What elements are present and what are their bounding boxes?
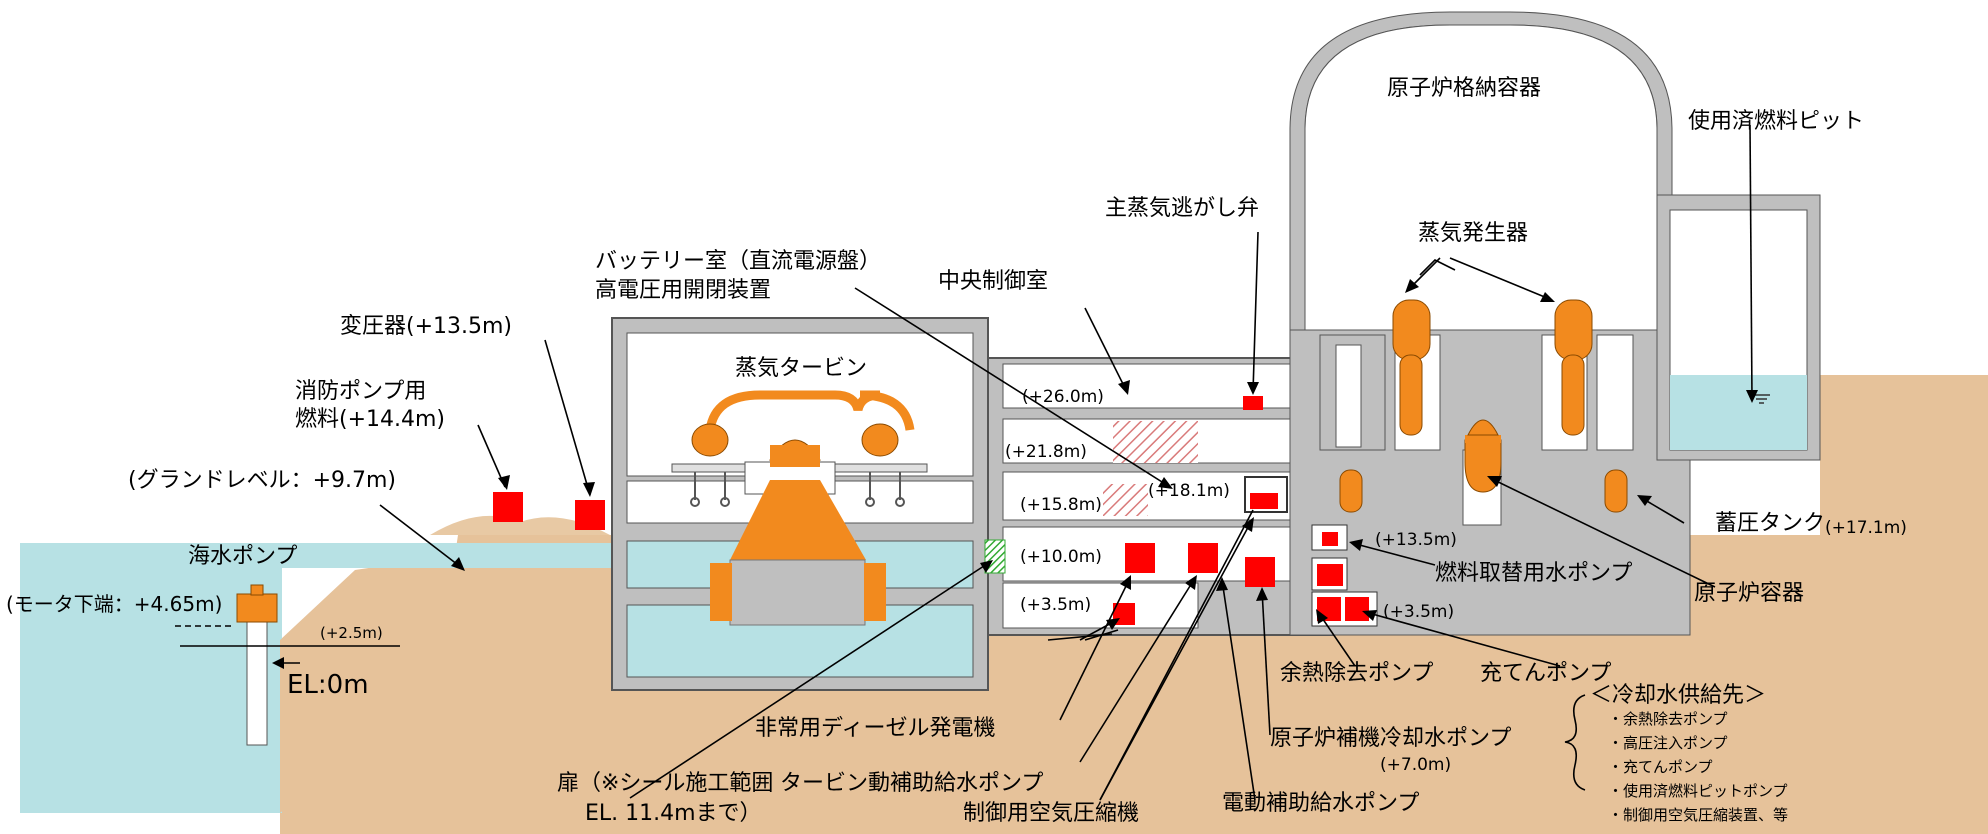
label-steam-generator: 蒸気発生器 bbox=[1418, 221, 1528, 246]
accumulator-left bbox=[1339, 469, 1363, 513]
charging-pump-marker-mid bbox=[1317, 564, 1343, 586]
label-residual-heat-removal-pump: 余熱除去ポンプ bbox=[1280, 661, 1433, 686]
label-battery-room-line1: バッテリー室（直流電源盤） bbox=[595, 249, 881, 274]
label-seawall-level: (+2.5m) bbox=[320, 624, 383, 642]
label-containment-vessel: 原子炉格納容器 bbox=[1387, 76, 1541, 101]
spent-fuel-pit-water bbox=[1670, 375, 1807, 450]
label-accumulator-tank: 蓄圧タンク bbox=[1715, 511, 1825, 536]
ground-level-mound bbox=[430, 515, 610, 535]
label-steam-turbine: 蒸気タービン bbox=[735, 356, 867, 381]
leader-lines bbox=[272, 124, 1758, 801]
sea-surface-strip bbox=[20, 543, 620, 568]
label-accumulator-level: (+17.1m) bbox=[1825, 518, 1907, 538]
reactor-building bbox=[1289, 11, 1821, 636]
emergency-diesel-generator-marker bbox=[1188, 543, 1218, 573]
fire-pump-fuel-marker bbox=[493, 492, 523, 522]
cooling-water-supply-list: ＜冷却水供給先＞ ・余熱除去ポンプ ・高圧注入ポンプ ・充てんポンプ ・使用済燃… bbox=[1590, 683, 1788, 824]
battery-room-hatch bbox=[1103, 484, 1148, 516]
cooling-water-item: ・余熱除去ポンプ bbox=[1608, 710, 1728, 728]
turbine-building bbox=[611, 317, 989, 691]
refueling-water-pump-marker bbox=[1322, 532, 1338, 546]
level-label: (+18.1m) bbox=[1148, 481, 1230, 501]
level-label: (+26.0m) bbox=[1022, 387, 1104, 407]
label-ground-level: (グランドレベル：+9.7m) bbox=[128, 468, 396, 493]
seawater bbox=[20, 543, 282, 813]
label-motor-afw-pump: 電動補助給水ポンプ bbox=[1222, 791, 1419, 816]
label-battery-room-line2: 高電圧用開閉装置 bbox=[595, 278, 771, 303]
label-ccw-pump-level: (+7.0m) bbox=[1380, 755, 1451, 775]
label-door-line1: 扉（※シール施工範囲 bbox=[557, 771, 773, 796]
cooling-water-item: ・高圧注入ポンプ bbox=[1608, 734, 1728, 752]
label-emergency-diesel-generator: 非常用ディーゼル発電機 bbox=[755, 716, 995, 741]
level-label: (+13.5m) bbox=[1375, 530, 1457, 550]
central-control-room-hatch bbox=[1113, 421, 1198, 463]
label-central-control-room: 中央制御室 bbox=[938, 269, 1048, 294]
label-charging-pump: 充てんポンプ bbox=[1480, 661, 1611, 686]
level-label: (+3.5m) bbox=[1020, 595, 1091, 615]
steam-turbine-machine bbox=[671, 390, 928, 626]
floor-level-labels: (+26.0m) (+21.8m) (+15.8m) (+18.1m) (+10… bbox=[1005, 387, 1457, 622]
cooling-water-item: ・使用済燃料ピットポンプ bbox=[1608, 782, 1788, 800]
label-spent-fuel-pit: 使用済燃料ピット bbox=[1688, 109, 1864, 134]
label-fire-pump-fuel-line1: 消防ポンプ用 bbox=[295, 379, 426, 404]
label-el-zero: EL:0m bbox=[287, 670, 369, 700]
cooling-water-item: ・充てんポンプ bbox=[1608, 758, 1713, 776]
transformer-marker bbox=[575, 500, 605, 530]
label-refueling-water-pump: 燃料取替用水ポンプ bbox=[1435, 561, 1632, 586]
level-label: (+15.8m) bbox=[1020, 495, 1102, 515]
seawater-pump-structure bbox=[175, 584, 400, 746]
seawater-pump-motor bbox=[236, 593, 278, 623]
label-transformer: 変圧器(+13.5m) bbox=[340, 314, 512, 339]
label-turbine-afw-pump: タービン動補助給水ポンプ bbox=[780, 771, 1043, 796]
label-reactor-vessel: 原子炉容器 bbox=[1694, 581, 1804, 606]
steam-generator-left bbox=[1392, 299, 1431, 436]
label-seawater-pump: 海水ポンプ bbox=[188, 544, 297, 569]
battery-room-marker bbox=[1250, 493, 1278, 509]
steam-generator-right bbox=[1554, 299, 1593, 436]
level-label: (+21.8m) bbox=[1005, 442, 1087, 462]
floor-3-5m bbox=[1002, 582, 1199, 629]
main-steam-relief-valve-marker bbox=[1243, 396, 1263, 410]
level-label: (+3.5m) bbox=[1383, 602, 1454, 622]
label-ccw-pump: 原子炉補機冷却水ポンプ bbox=[1270, 726, 1511, 751]
label-control-air-compressor: 制御用空気圧縮機 bbox=[963, 801, 1139, 826]
motor-afw-pump-marker bbox=[1245, 557, 1275, 587]
turbine-afw-pump-marker bbox=[1125, 543, 1155, 573]
cooling-water-item: ・制御用空気圧縮装置、等 bbox=[1608, 806, 1788, 824]
cooling-water-heading: ＜冷却水供給先＞ bbox=[1590, 683, 1766, 708]
equipment-markers bbox=[493, 396, 1369, 625]
containment-inner bbox=[1304, 24, 1658, 331]
label-motor-bottom: (モータ下端：+4.65m) bbox=[6, 592, 222, 616]
charging-pump-marker bbox=[1345, 597, 1369, 621]
level-label: (+10.0m) bbox=[1020, 547, 1102, 567]
label-door-line2: EL. 11.4mまで） bbox=[585, 801, 762, 826]
seawall-slope bbox=[280, 545, 600, 813]
labels: 原子炉格納容器 使用済燃料ピット 主蒸気逃がし弁 蒸気発生器 中央制御室 バッテ… bbox=[6, 76, 1907, 826]
accumulator-right bbox=[1604, 469, 1628, 513]
label-fire-pump-fuel-line2: 燃料(+14.4m) bbox=[295, 407, 445, 432]
label-main-steam-relief-valve: 主蒸気逃がし弁 bbox=[1105, 196, 1259, 221]
